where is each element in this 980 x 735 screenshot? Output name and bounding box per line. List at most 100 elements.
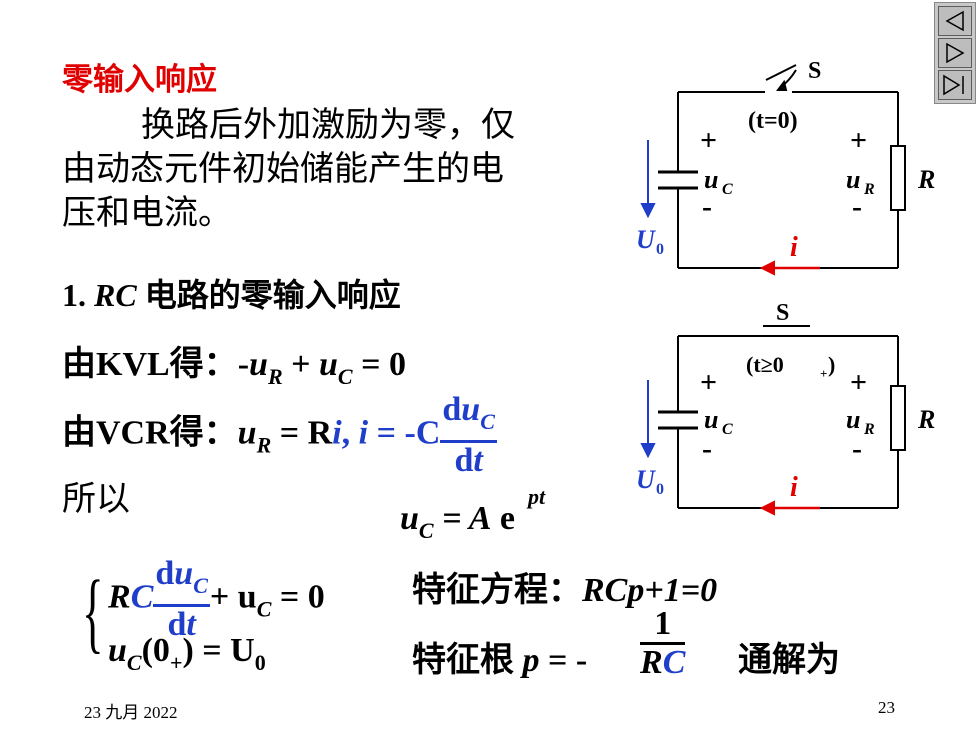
char-eq-label: 特征方程： bbox=[412, 572, 582, 609]
section-number: 1. bbox=[62, 277, 86, 313]
c1-switch-label: S bbox=[808, 58, 821, 84]
kvl-minus: - bbox=[237, 346, 250, 383]
system-row-2: uC(0+) = U0 bbox=[108, 632, 266, 676]
c2-ur-sub: R bbox=[863, 421, 875, 438]
vcr-i2: i bbox=[358, 414, 369, 452]
solution-e: e bbox=[499, 500, 515, 537]
last-icon bbox=[943, 74, 964, 96]
char-eq-value: RCp+1=0 bbox=[582, 572, 718, 609]
section-var: RC bbox=[94, 277, 137, 313]
row1-sub: C bbox=[256, 596, 272, 622]
kvl-u: u bbox=[249, 346, 268, 383]
row1-den-d: d bbox=[167, 606, 187, 643]
c2-plus-right: + bbox=[850, 366, 867, 399]
row1-den-t: t bbox=[186, 606, 196, 643]
c1-switch-blade bbox=[765, 64, 797, 81]
row2-zero: 0 bbox=[254, 650, 266, 675]
c2-uc: u bbox=[704, 405, 718, 434]
c2-switch-label: S bbox=[776, 300, 789, 326]
intro-line-1: 换路后外加激励为零，仅 bbox=[141, 107, 515, 144]
c2-cond-close: ) bbox=[828, 352, 835, 377]
row2-u: u bbox=[108, 632, 127, 669]
footer-page-number: 23 bbox=[878, 698, 895, 717]
char-equation: 特征方程：RCp+1=0 bbox=[412, 562, 717, 611]
c1-ur-sub: R bbox=[863, 181, 875, 198]
vcr-num-sub: C bbox=[480, 409, 495, 434]
char-root-p: p bbox=[522, 642, 540, 679]
c1-uc: u bbox=[704, 165, 718, 194]
c1-i: i bbox=[790, 232, 798, 263]
vcr-comma: , bbox=[341, 414, 351, 452]
row1-num-sub: C bbox=[193, 573, 208, 598]
char-root-den-r: R bbox=[640, 644, 663, 681]
row1-c: C bbox=[130, 578, 154, 616]
c1-minus-left: - bbox=[702, 190, 712, 223]
therefore-label: 所以 bbox=[62, 481, 130, 518]
c2-resistor bbox=[890, 385, 906, 451]
c2-u0-sub: 0 bbox=[656, 481, 664, 498]
c2-i: i bbox=[790, 472, 798, 503]
intro-line-3: 压和电流。 bbox=[62, 195, 232, 232]
kvl-sub-r: R bbox=[267, 364, 283, 389]
kvl-u2: u bbox=[319, 346, 338, 383]
c2-u0: U bbox=[636, 465, 656, 494]
vcr-prefix: 由VCR得： bbox=[62, 414, 238, 452]
c2-cond-sub: + bbox=[820, 366, 827, 381]
c1-u0: U bbox=[636, 225, 656, 254]
c1-plus-left: + bbox=[700, 124, 717, 157]
c1-switch-arrowhead bbox=[776, 79, 788, 91]
c2-ur: u bbox=[846, 405, 860, 434]
vcr-u: u bbox=[237, 414, 257, 452]
c1-uc-sub: C bbox=[722, 181, 733, 198]
char-root-eq: = - bbox=[548, 642, 588, 679]
next-slide-button[interactable] bbox=[938, 38, 972, 68]
kvl-eq0: = 0 bbox=[361, 346, 406, 383]
solution-eq: = A bbox=[442, 500, 492, 537]
slide-navigation bbox=[934, 2, 976, 104]
char-root-label: 特征根 bbox=[412, 642, 514, 679]
char-root-den-c: C bbox=[662, 644, 686, 681]
c1-ur: u bbox=[846, 165, 860, 194]
c1-cond-label: (t=0) bbox=[748, 108, 798, 134]
row2-close: ) = U bbox=[182, 632, 255, 669]
row1-plus-u: + u bbox=[209, 578, 257, 616]
kvl-prefix: 由KVL得： bbox=[62, 346, 238, 383]
section-text: 电路的零输入响应 bbox=[144, 277, 401, 313]
c2-r-label: R bbox=[917, 405, 935, 434]
solution-exponent: pt bbox=[528, 484, 546, 509]
vcr-eq: = R bbox=[279, 414, 333, 452]
general-solution-label: 通解为 bbox=[738, 642, 840, 679]
c2-uc-sub: C bbox=[722, 421, 733, 438]
solution-u: u bbox=[400, 500, 419, 537]
c2-minus-right: - bbox=[852, 432, 862, 465]
c2-minus-left: - bbox=[702, 432, 712, 465]
c1-u0-sub: 0 bbox=[656, 241, 664, 258]
vcr-sub-r: R bbox=[256, 432, 272, 458]
row1-num-d: d bbox=[155, 555, 175, 592]
vcr-i: i bbox=[332, 414, 342, 452]
c2-u0-arrowhead bbox=[640, 443, 656, 459]
c1-u0-arrowhead bbox=[640, 203, 656, 219]
vcr-num-d: d bbox=[442, 391, 462, 428]
row1-num-u: u bbox=[174, 555, 194, 592]
circuit-1 bbox=[640, 64, 906, 276]
row2-sub: C bbox=[126, 650, 142, 675]
last-slide-button[interactable] bbox=[938, 70, 972, 100]
prev-slide-button[interactable] bbox=[938, 6, 972, 36]
c1-current-arrowhead bbox=[759, 260, 775, 276]
row2-arg: (0 bbox=[141, 632, 170, 669]
circuit-2 bbox=[640, 325, 906, 516]
row2-plus: + bbox=[169, 650, 183, 675]
section-heading: 1. RC 电路的零输入响应 bbox=[62, 270, 401, 316]
next-icon bbox=[946, 42, 965, 64]
footer-date: 23 九月 2022 bbox=[84, 703, 178, 722]
c1-r-label: R bbox=[917, 165, 935, 194]
kvl-plus: + bbox=[291, 346, 311, 383]
kvl-equation: 由KVL得：-uR + uC = 0 bbox=[62, 336, 406, 390]
solution-form: uC = A e bbox=[400, 500, 515, 544]
